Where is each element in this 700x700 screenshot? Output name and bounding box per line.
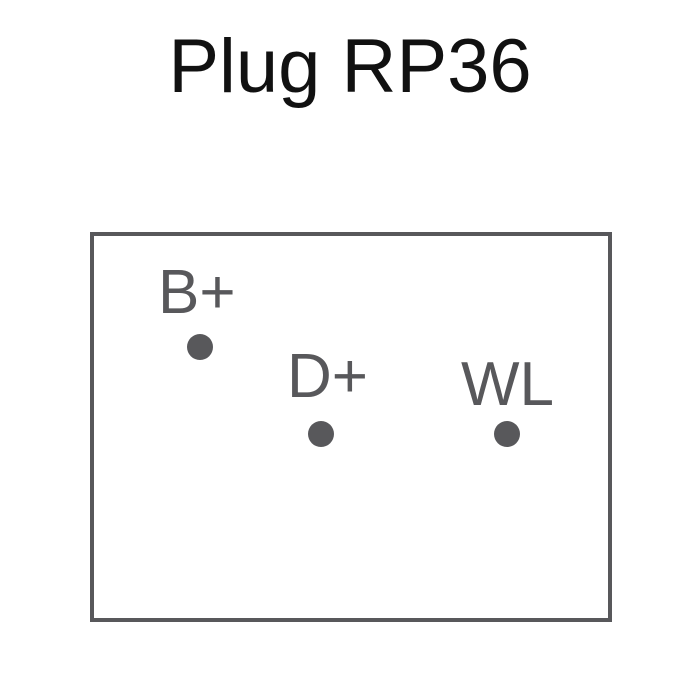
pin-dot-wl (494, 421, 520, 447)
pin-label-b-plus: B+ (158, 258, 236, 327)
plug-outline (90, 232, 612, 622)
pin-label-d-plus: D+ (287, 342, 368, 411)
diagram-title: Plug RP36 (168, 24, 532, 109)
pin-dot-b-plus (187, 334, 213, 360)
pin-label-wl: WL (461, 350, 554, 419)
pin-dot-d-plus (308, 421, 334, 447)
